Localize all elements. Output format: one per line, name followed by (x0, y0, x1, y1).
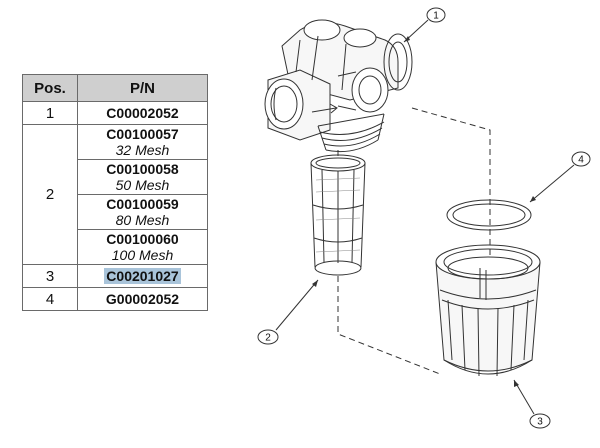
pn-cell: C00100058 50 Mesh (77, 159, 208, 195)
pos-cell: 2 (22, 124, 78, 265)
part-number: C00100057 (106, 126, 179, 142)
part-number-highlighted: C00201027 (104, 268, 181, 284)
callout-label: 1 (433, 11, 439, 22)
mesh-size: 32 Mesh (115, 142, 170, 158)
callout-4: 4 (529, 151, 591, 203)
parts-table: Pos. P/N 1 C00002052 2 C00100057 32 Mesh… (22, 74, 208, 311)
part-number: G00002052 (105, 291, 180, 307)
mesh-size: 100 Mesh (111, 247, 174, 263)
mesh-size: 80 Mesh (115, 212, 170, 228)
filter-bowl (435, 244, 541, 377)
callout-label: 2 (265, 333, 271, 344)
table-row: 1 C00002052 (22, 101, 208, 125)
table-header-row: Pos. P/N (22, 74, 208, 102)
callout-1: 1 (403, 7, 446, 43)
part-number: C00100059 (106, 196, 179, 212)
mesh-size: 50 Mesh (115, 177, 170, 193)
table-row: C00100060 100 Mesh (23, 229, 208, 265)
callout-2: 2 (257, 279, 319, 345)
pn-cell: C00201027 (77, 264, 208, 288)
table-row: 4 G00002052 (22, 287, 208, 311)
pn-cell: C00100060 100 Mesh (77, 229, 208, 265)
callout-label: 3 (537, 417, 543, 428)
pn-cell: G00002052 (77, 287, 208, 311)
callout-3: 3 (513, 379, 551, 429)
part-number: C00002052 (106, 105, 179, 121)
table-row: 3 C00201027 (22, 264, 208, 288)
table-row: C00100058 50 Mesh (23, 159, 208, 195)
pos-cell: 1 (22, 101, 78, 125)
header-pos: Pos. (22, 74, 78, 102)
part-number: C00100058 (106, 161, 179, 177)
pn-cell: C00002052 (77, 101, 208, 125)
pn-cell: C00100057 32 Mesh (77, 124, 208, 160)
o-ring (446, 199, 532, 231)
callout-label: 4 (578, 155, 584, 166)
table-row: 2 C00100057 32 Mesh (22, 124, 208, 265)
mesh-screen (310, 154, 366, 276)
filter-head (264, 19, 413, 153)
part-number: C00100060 (106, 231, 179, 247)
